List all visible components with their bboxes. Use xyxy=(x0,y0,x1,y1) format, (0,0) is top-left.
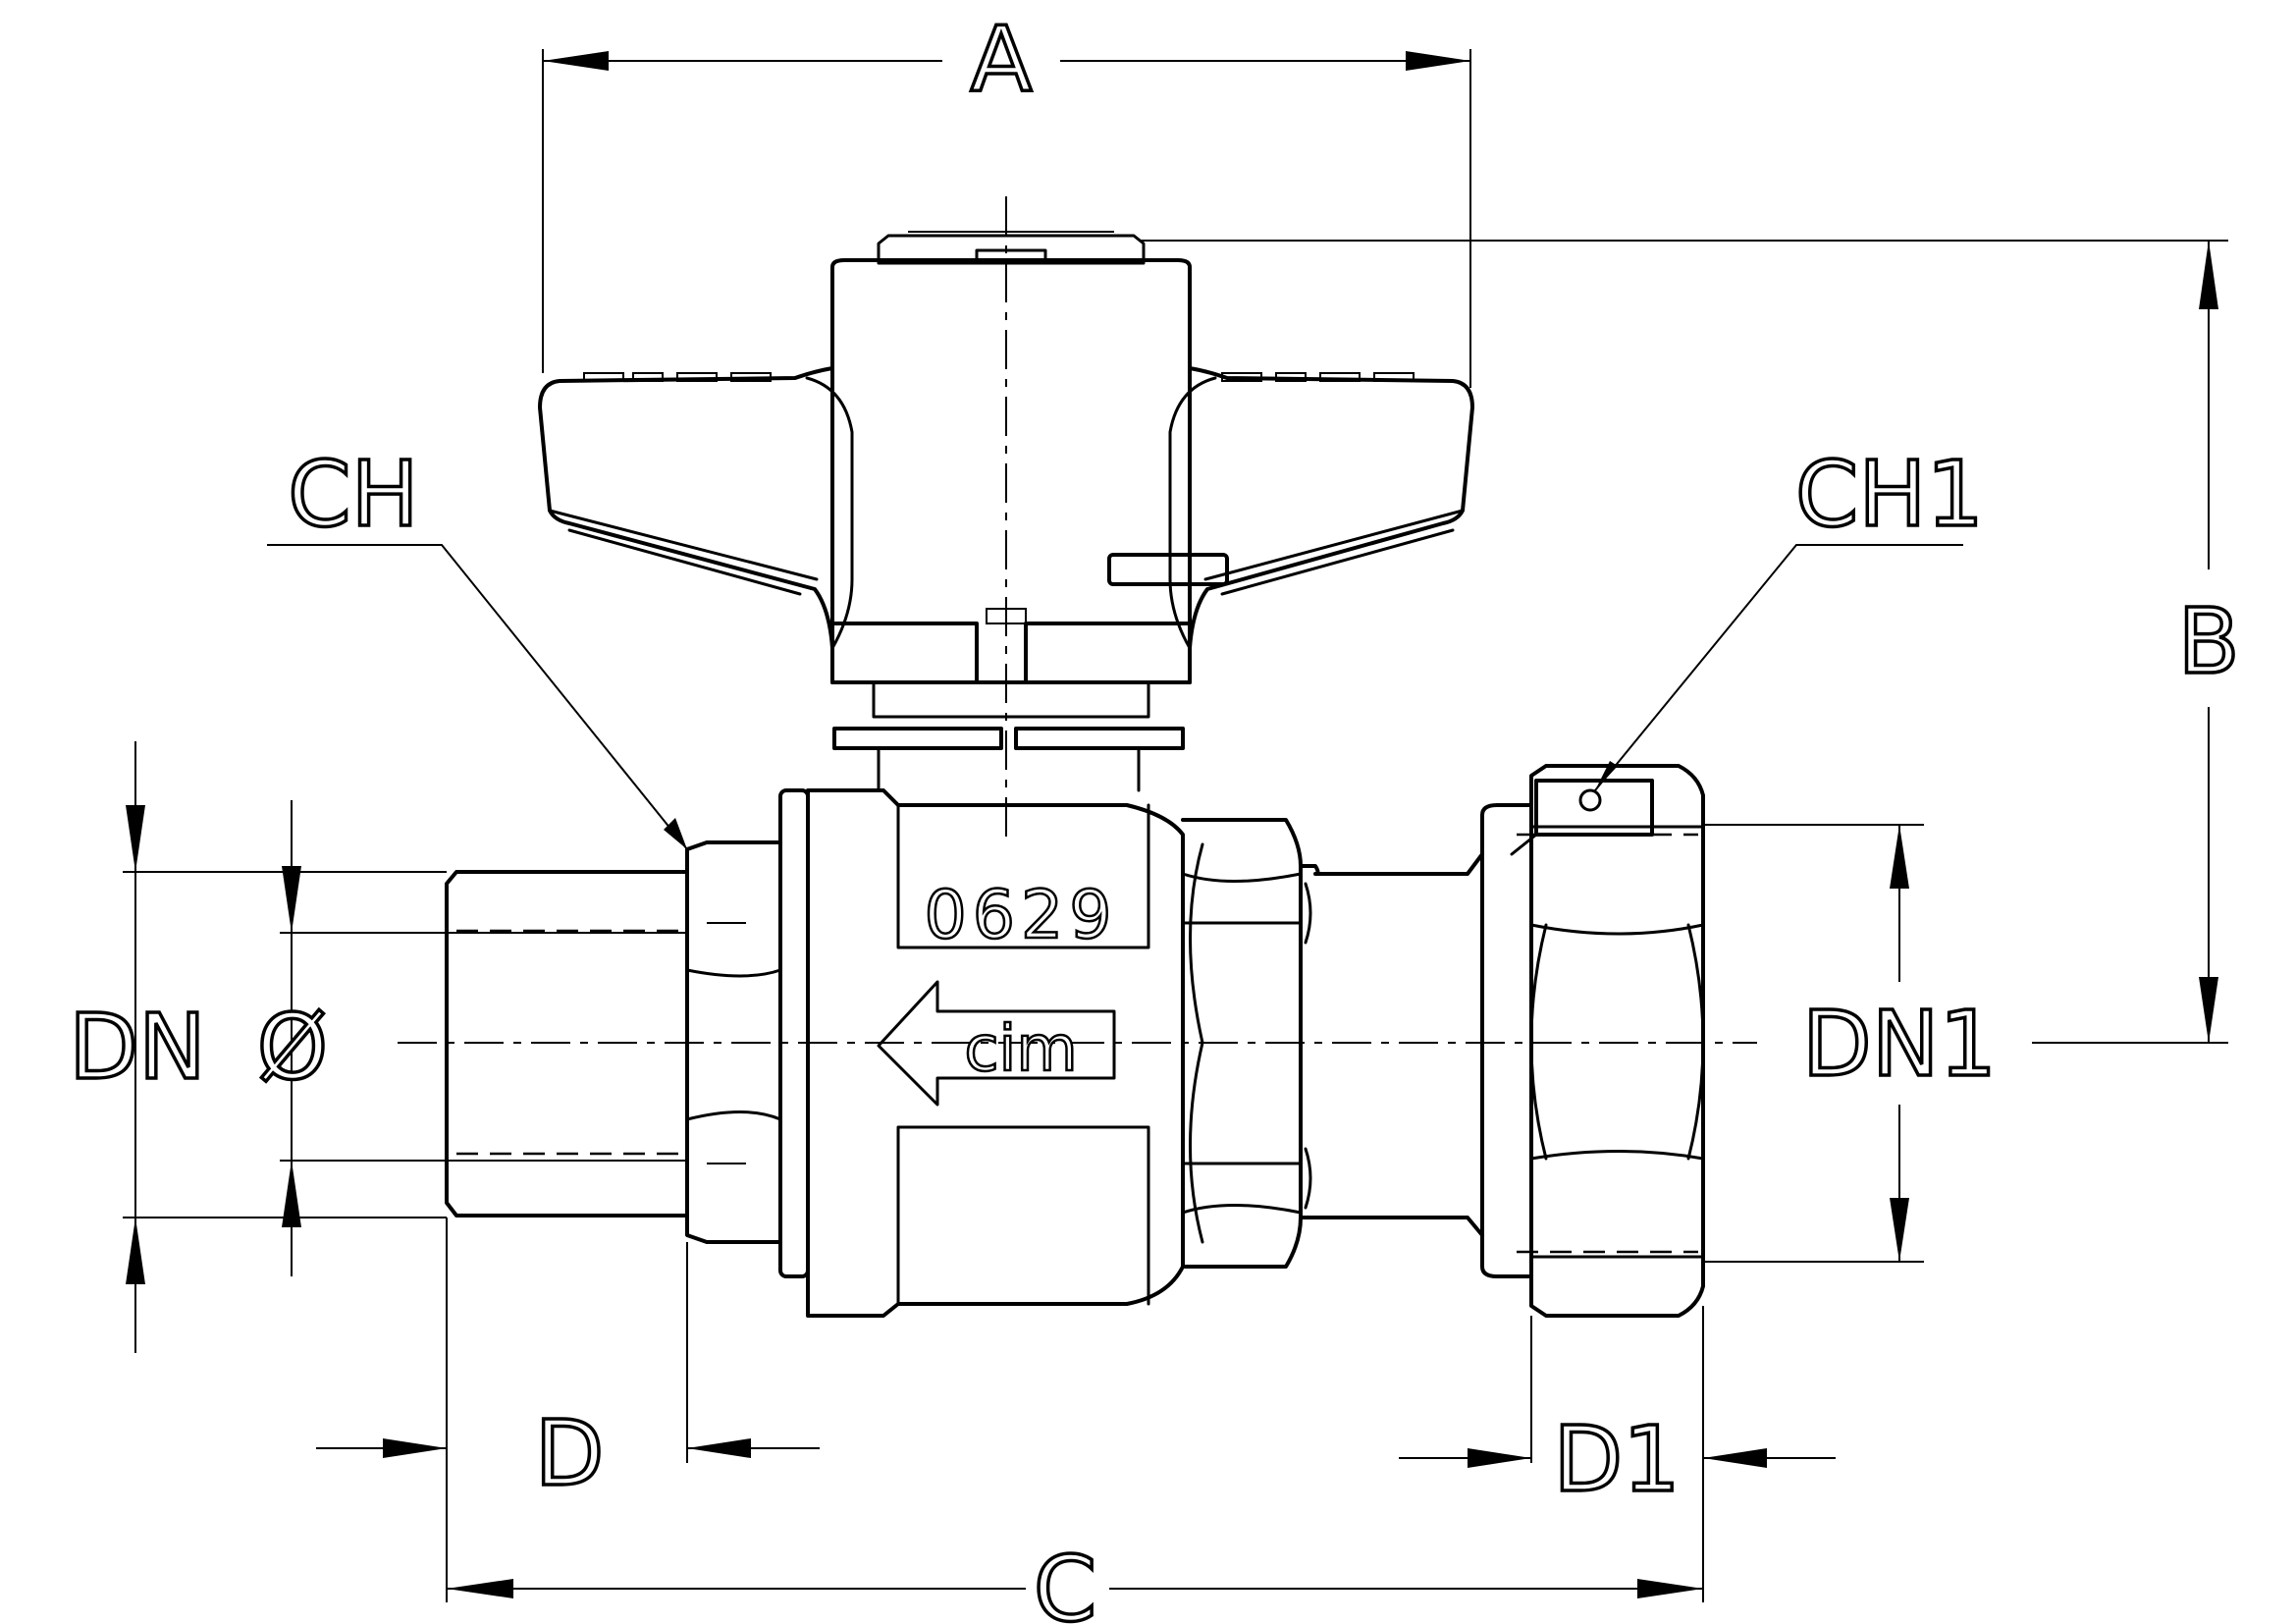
label-CH1: CH1 xyxy=(1795,442,1984,547)
dimension-B: B xyxy=(1139,240,2241,1044)
label-DN1: DN1 xyxy=(1802,992,1997,1097)
dimension-DN: DN xyxy=(67,741,447,1353)
leaders xyxy=(267,544,1963,850)
dimension-D1: D1 xyxy=(1399,1316,1836,1514)
label-DN: DN xyxy=(69,995,206,1100)
valve-body: 0629 cim xyxy=(778,788,1484,1318)
center-lines xyxy=(398,196,2101,1044)
union-nut xyxy=(1480,764,1705,1318)
dimension-DN1: DN1 xyxy=(1703,824,1999,1263)
dimension-diameter: Ø xyxy=(255,800,687,1276)
butterfly-handle xyxy=(538,231,1474,684)
brand-mark: cim xyxy=(964,1013,1077,1086)
dimension-D: D xyxy=(316,1242,820,1508)
dimension-C: C xyxy=(446,1218,1704,1624)
valve-stem xyxy=(832,680,1185,792)
label-B: B xyxy=(2177,589,2239,694)
dimension-A: A xyxy=(542,5,1471,388)
label-diameter: Ø xyxy=(257,995,328,1100)
label-CH: CH xyxy=(288,442,418,547)
label-A: A xyxy=(971,7,1033,112)
label-C: C xyxy=(1034,1537,1096,1624)
model-number-mark: 0629 xyxy=(924,877,1117,954)
label-D: D xyxy=(535,1401,605,1506)
label-D1: D1 xyxy=(1553,1407,1680,1512)
